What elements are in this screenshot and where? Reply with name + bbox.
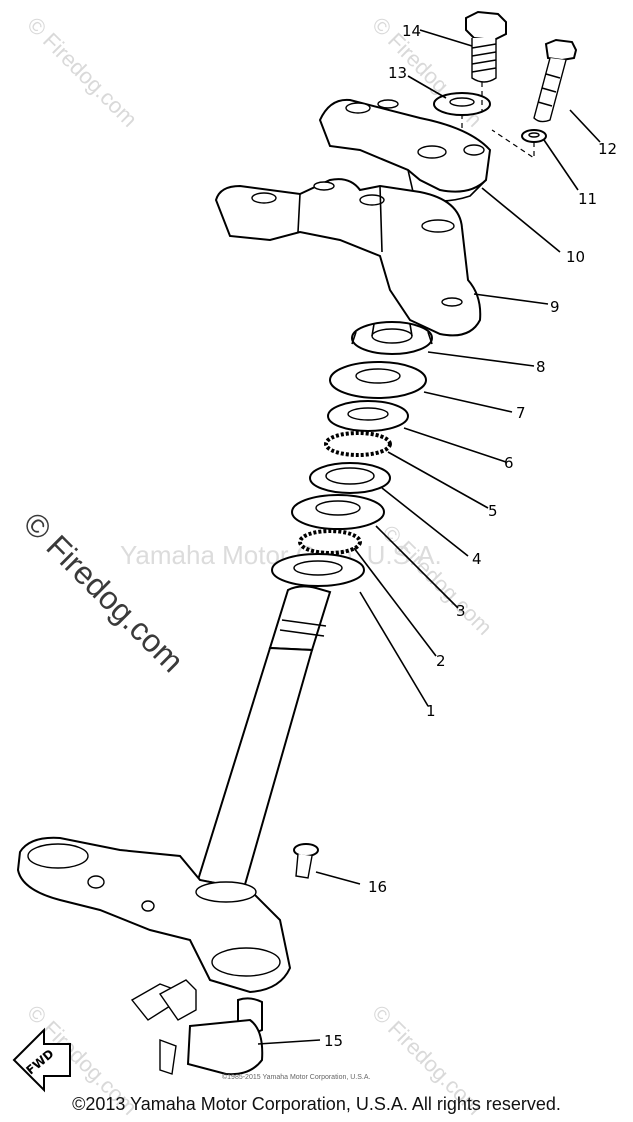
footer-copyright: ©2013 Yamaha Motor Corporation, U.S.A. A… xyxy=(72,1094,561,1114)
callout-4: 4 xyxy=(472,550,482,568)
part-11-washer xyxy=(521,129,547,143)
callout-12: 12 xyxy=(598,140,617,158)
callout-13: 13 xyxy=(388,64,407,82)
callout-5: 5 xyxy=(488,502,498,520)
part-1-dust-seal xyxy=(271,553,365,587)
part-8-ring-nut xyxy=(351,321,433,355)
callout-14: 14 xyxy=(402,22,421,40)
leader-lines xyxy=(257,29,601,1045)
fwd-arrow-icon: FWD xyxy=(12,1027,71,1093)
part-15-steering-lock xyxy=(130,979,264,1076)
part-3-race xyxy=(291,494,385,530)
part-9-upper-bracket xyxy=(214,178,482,337)
callout-11: 11 xyxy=(578,190,597,208)
callout-labels: 14 13 12 11 10 9 8 7 6 5 4 3 2 1 16 15 xyxy=(324,22,617,1050)
callout-8: 8 xyxy=(536,358,546,376)
callout-7: 7 xyxy=(516,404,526,422)
part-12-bolt xyxy=(533,38,578,123)
part-5-ball-bearings xyxy=(324,431,392,457)
small-notice: ©1985-2015 Yamaha Motor Corporation, U.S… xyxy=(222,1074,371,1081)
part-16-bolt xyxy=(293,843,319,879)
callout-1: 1 xyxy=(426,702,436,720)
part-4-race xyxy=(309,462,391,494)
callout-9: 9 xyxy=(550,298,560,316)
part-2-ball-bearings xyxy=(298,529,362,555)
part-6-race xyxy=(327,400,409,432)
part-14-bolt xyxy=(465,10,507,83)
callout-6: 6 xyxy=(504,454,514,472)
callout-16: 16 xyxy=(368,878,387,896)
steering-stem-lower-bracket xyxy=(16,585,332,994)
part-13-washer xyxy=(433,92,491,116)
callout-10: 10 xyxy=(566,248,585,266)
part-7-cover xyxy=(329,361,427,399)
callout-2: 2 xyxy=(436,652,446,670)
callout-3: 3 xyxy=(456,602,466,620)
callout-15: 15 xyxy=(324,1032,343,1050)
